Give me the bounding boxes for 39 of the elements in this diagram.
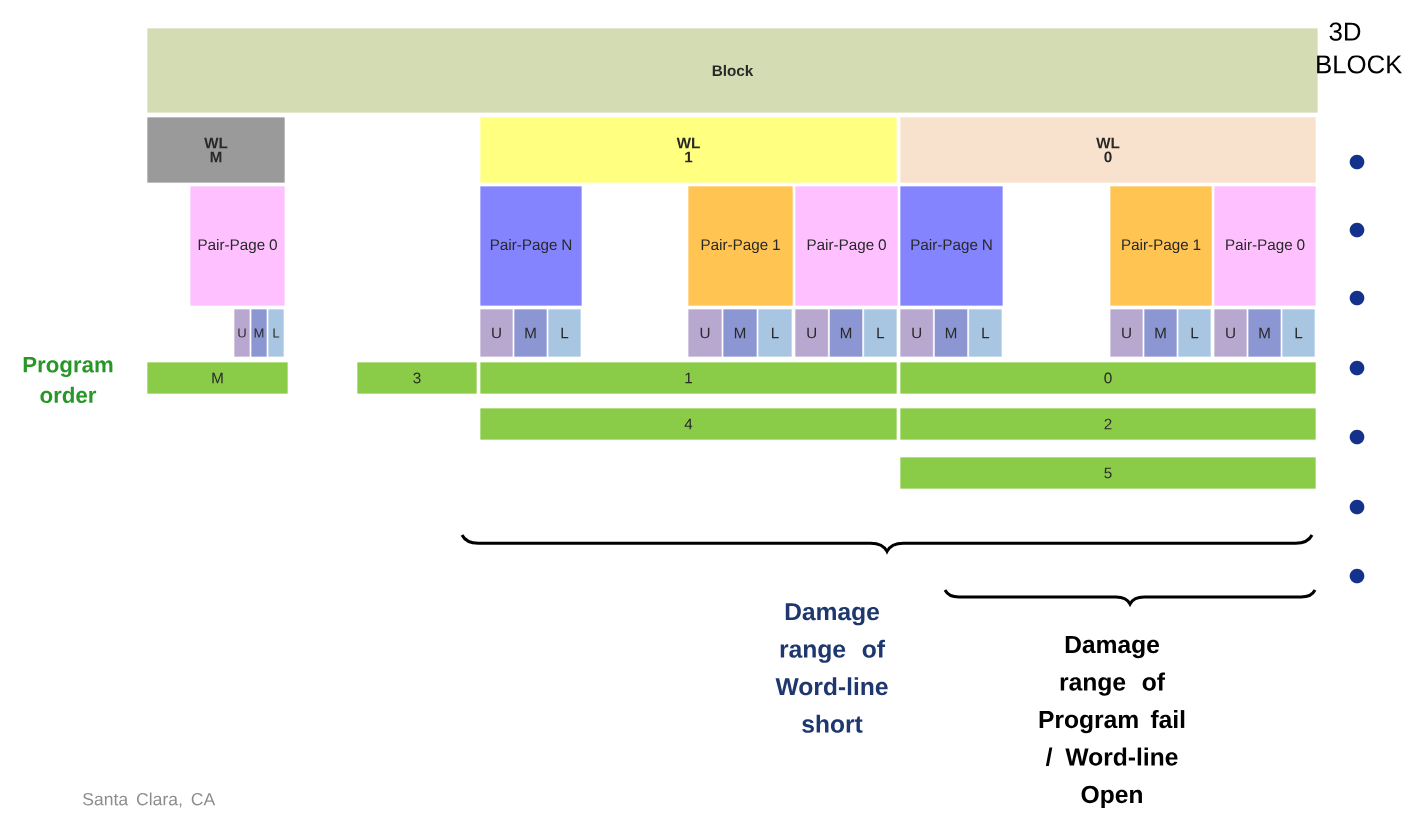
page-cell: M — [513, 308, 548, 358]
page-cell: M — [1143, 308, 1178, 358]
footer-text: Santa Clara, CA — [83, 792, 216, 808]
side-label: Program order — [23, 357, 113, 403]
page-cell: U — [233, 308, 251, 358]
page-cell: U — [1213, 308, 1248, 358]
program-order-bar: 5 — [899, 456, 1317, 490]
page-cell: M — [722, 308, 758, 358]
page-cell: U — [794, 308, 829, 358]
page-cell: L — [968, 308, 1003, 358]
pair-page-box: Pair-Page N — [899, 185, 1004, 307]
page-cell: M — [1247, 308, 1282, 358]
pair-page-box: Pair-Page 1 — [1109, 185, 1213, 307]
page-cell: L — [863, 308, 898, 358]
page-cell: L — [1281, 308, 1316, 358]
page-cell: M — [829, 308, 864, 358]
page-cell: L — [547, 308, 582, 358]
page-cell: U — [899, 308, 934, 358]
pair-page-box: Pair-Page 1 — [687, 185, 794, 307]
pair-page-box: Pair-Page 0 — [189, 185, 286, 307]
page-cell: U — [479, 308, 514, 358]
pair-page-box: Pair-Page N — [479, 185, 583, 307]
page-cell: M — [250, 308, 268, 358]
program-order-bar: M — [146, 361, 289, 395]
pair-page-box: Pair-Page 0 — [1213, 185, 1317, 307]
page-cell: U — [687, 308, 723, 358]
brace-label: Damage range of Program fail / Word-line Open — [1039, 636, 1185, 808]
program-order-bar: 3 — [356, 361, 478, 395]
pair-page-box: Pair-Page 0 — [794, 185, 899, 307]
brace-label: Damage range of Word-line short — [775, 603, 888, 733]
page-cell: L — [1177, 308, 1212, 358]
page-cell: U — [1109, 308, 1144, 358]
page-cell: L — [267, 308, 285, 358]
page-cell: M — [934, 308, 969, 358]
page-cell: L — [757, 308, 793, 358]
program-order-bar: 0 — [899, 361, 1317, 395]
program-order-bar: 2 — [899, 407, 1317, 441]
heading: 3D BLOCK — [1317, 22, 1402, 74]
program-order-bar: 4 — [479, 407, 898, 441]
